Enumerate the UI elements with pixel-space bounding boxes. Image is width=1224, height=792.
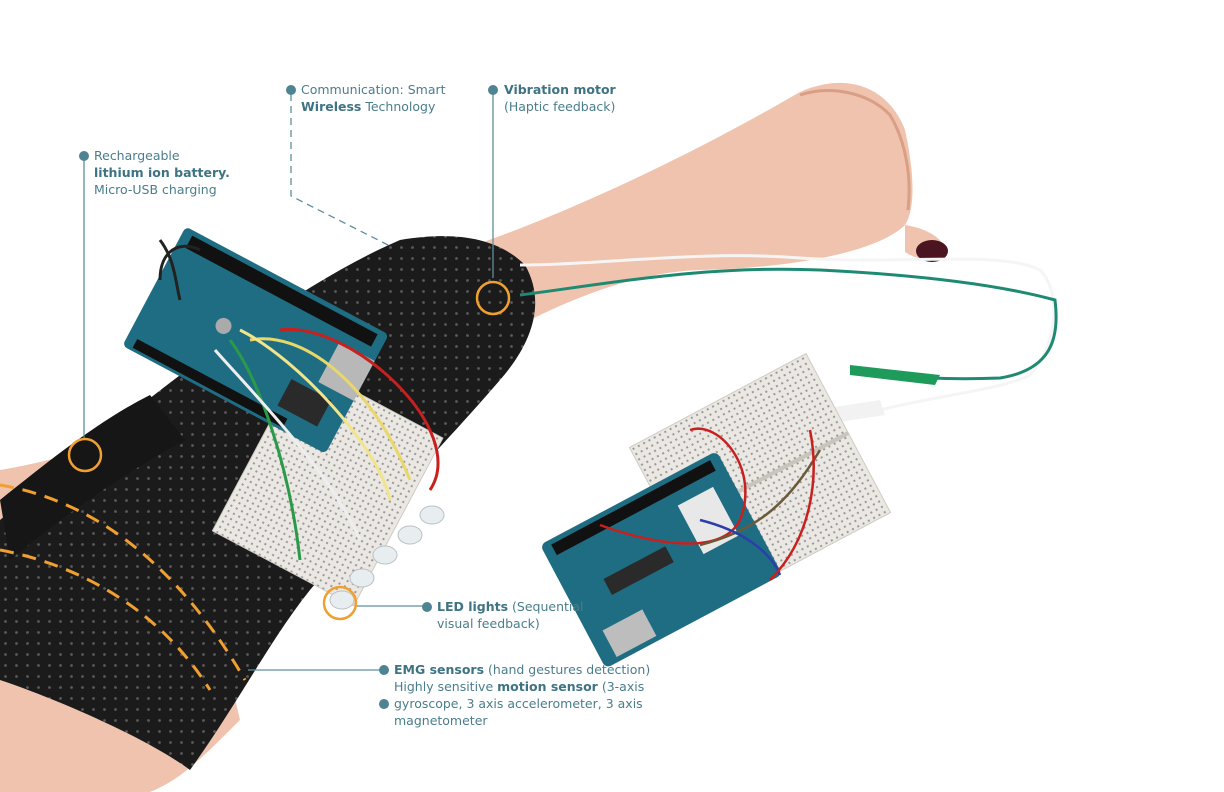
emg-line1-rest: (hand gestures detection) (484, 662, 651, 677)
emg-callout-dot (379, 665, 389, 675)
emg-line1-bold: EMG sensors (394, 662, 485, 677)
communication-line2-bold: Wireless (301, 99, 362, 114)
vibration-motor-cables (519, 254, 1058, 412)
led-callout: LED lights (Sequential visual feedback) (437, 598, 584, 632)
callout-leader-lines (83, 94, 494, 671)
emg-line2-bold: motion sensor (497, 679, 598, 694)
fingernail (916, 240, 948, 262)
battery-highlight-circle (67, 437, 103, 473)
emg-line2-rest: (3-axis (597, 679, 645, 694)
arduino-board-table (542, 453, 781, 667)
led-line1-rest: (Sequential (508, 599, 584, 614)
jumper-wires-table (599, 427, 822, 581)
vibration-line2: (Haptic feedback) (504, 99, 616, 114)
battery-callout-dot (79, 151, 89, 161)
jumper-wires-worn (158, 239, 440, 561)
led-line2: visual feedback) (437, 616, 540, 631)
vibration-line1: Vibration motor (504, 82, 616, 97)
motion-sensor-callout-dot (379, 699, 389, 709)
emg-callout: EMG sensors (hand gestures detection) Hi… (394, 661, 650, 729)
battery-line2: lithium ion battery. (94, 165, 230, 180)
emg-line2-pre: Highly sensitive (394, 679, 498, 694)
communication-callout-dot (286, 85, 296, 95)
led-callout-dot (422, 602, 432, 612)
vibration-callout-dot (488, 85, 498, 95)
emg-line3: gyroscope, 3 axis accelerometer, 3 axis (394, 696, 643, 711)
led-highlight-circle (322, 585, 358, 621)
emg-line4: magnetometer (394, 713, 488, 728)
battery-line1: Rechargeable (94, 148, 180, 163)
led-line1-bold: LED lights (437, 599, 509, 614)
emg-band-outline-top (0, 483, 247, 681)
vibration-callout: Vibration motor (Haptic feedback) (504, 81, 616, 115)
communication-line1: Communication: Smart (301, 82, 446, 97)
communication-line2-rest: Technology (361, 99, 436, 114)
highlight-circles (67, 280, 511, 621)
emg-band-outline-bottom (0, 548, 212, 691)
communication-callout: Communication: Smart Wireless Technology (301, 81, 446, 115)
battery-line3: Micro-USB charging (94, 182, 217, 197)
vibration-motor-highlight-circle (475, 280, 511, 316)
led-lights (329, 505, 445, 610)
battery-callout: Rechargeable lithium ion battery. Micro-… (94, 147, 230, 198)
